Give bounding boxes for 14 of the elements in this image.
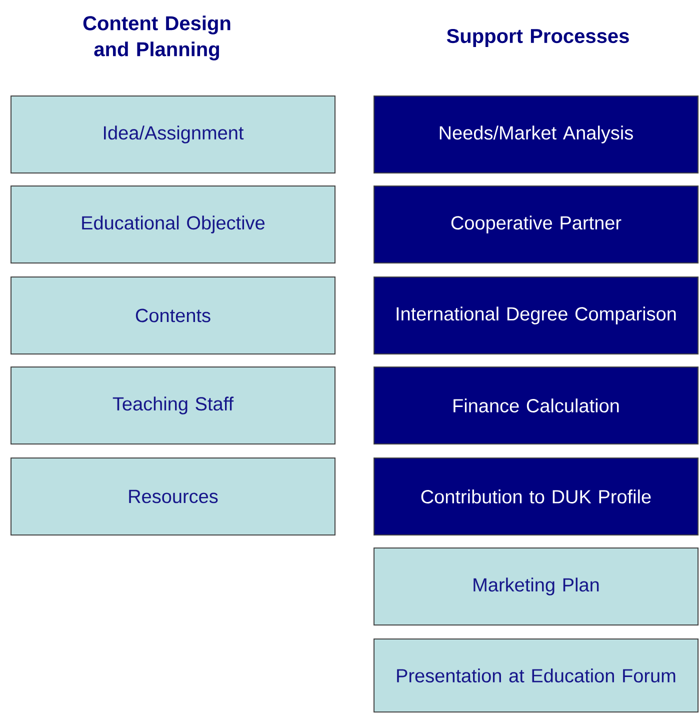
process-box: Resources <box>10 458 336 536</box>
process-box: Contribution to DUK Profile <box>374 458 698 536</box>
column-heading: Content Design and Planning <box>83 16 230 60</box>
process-box: Teaching Staff <box>10 366 336 444</box>
process-box: Contents <box>10 276 336 354</box>
process-box: Finance Calculation <box>374 366 698 444</box>
process-box: International Degree Comparison <box>374 276 698 354</box>
process-box: Presentation at Education Forum <box>374 638 698 712</box>
process-box: Idea/Assignment <box>10 96 336 174</box>
column-heading: Support Processes <box>446 28 629 48</box>
process-box: Needs/Market Analysis <box>374 96 698 174</box>
process-box: Educational Objective <box>10 186 336 264</box>
process-box: Cooperative Partner <box>374 186 698 264</box>
process-box: Marketing Plan <box>374 548 698 626</box>
